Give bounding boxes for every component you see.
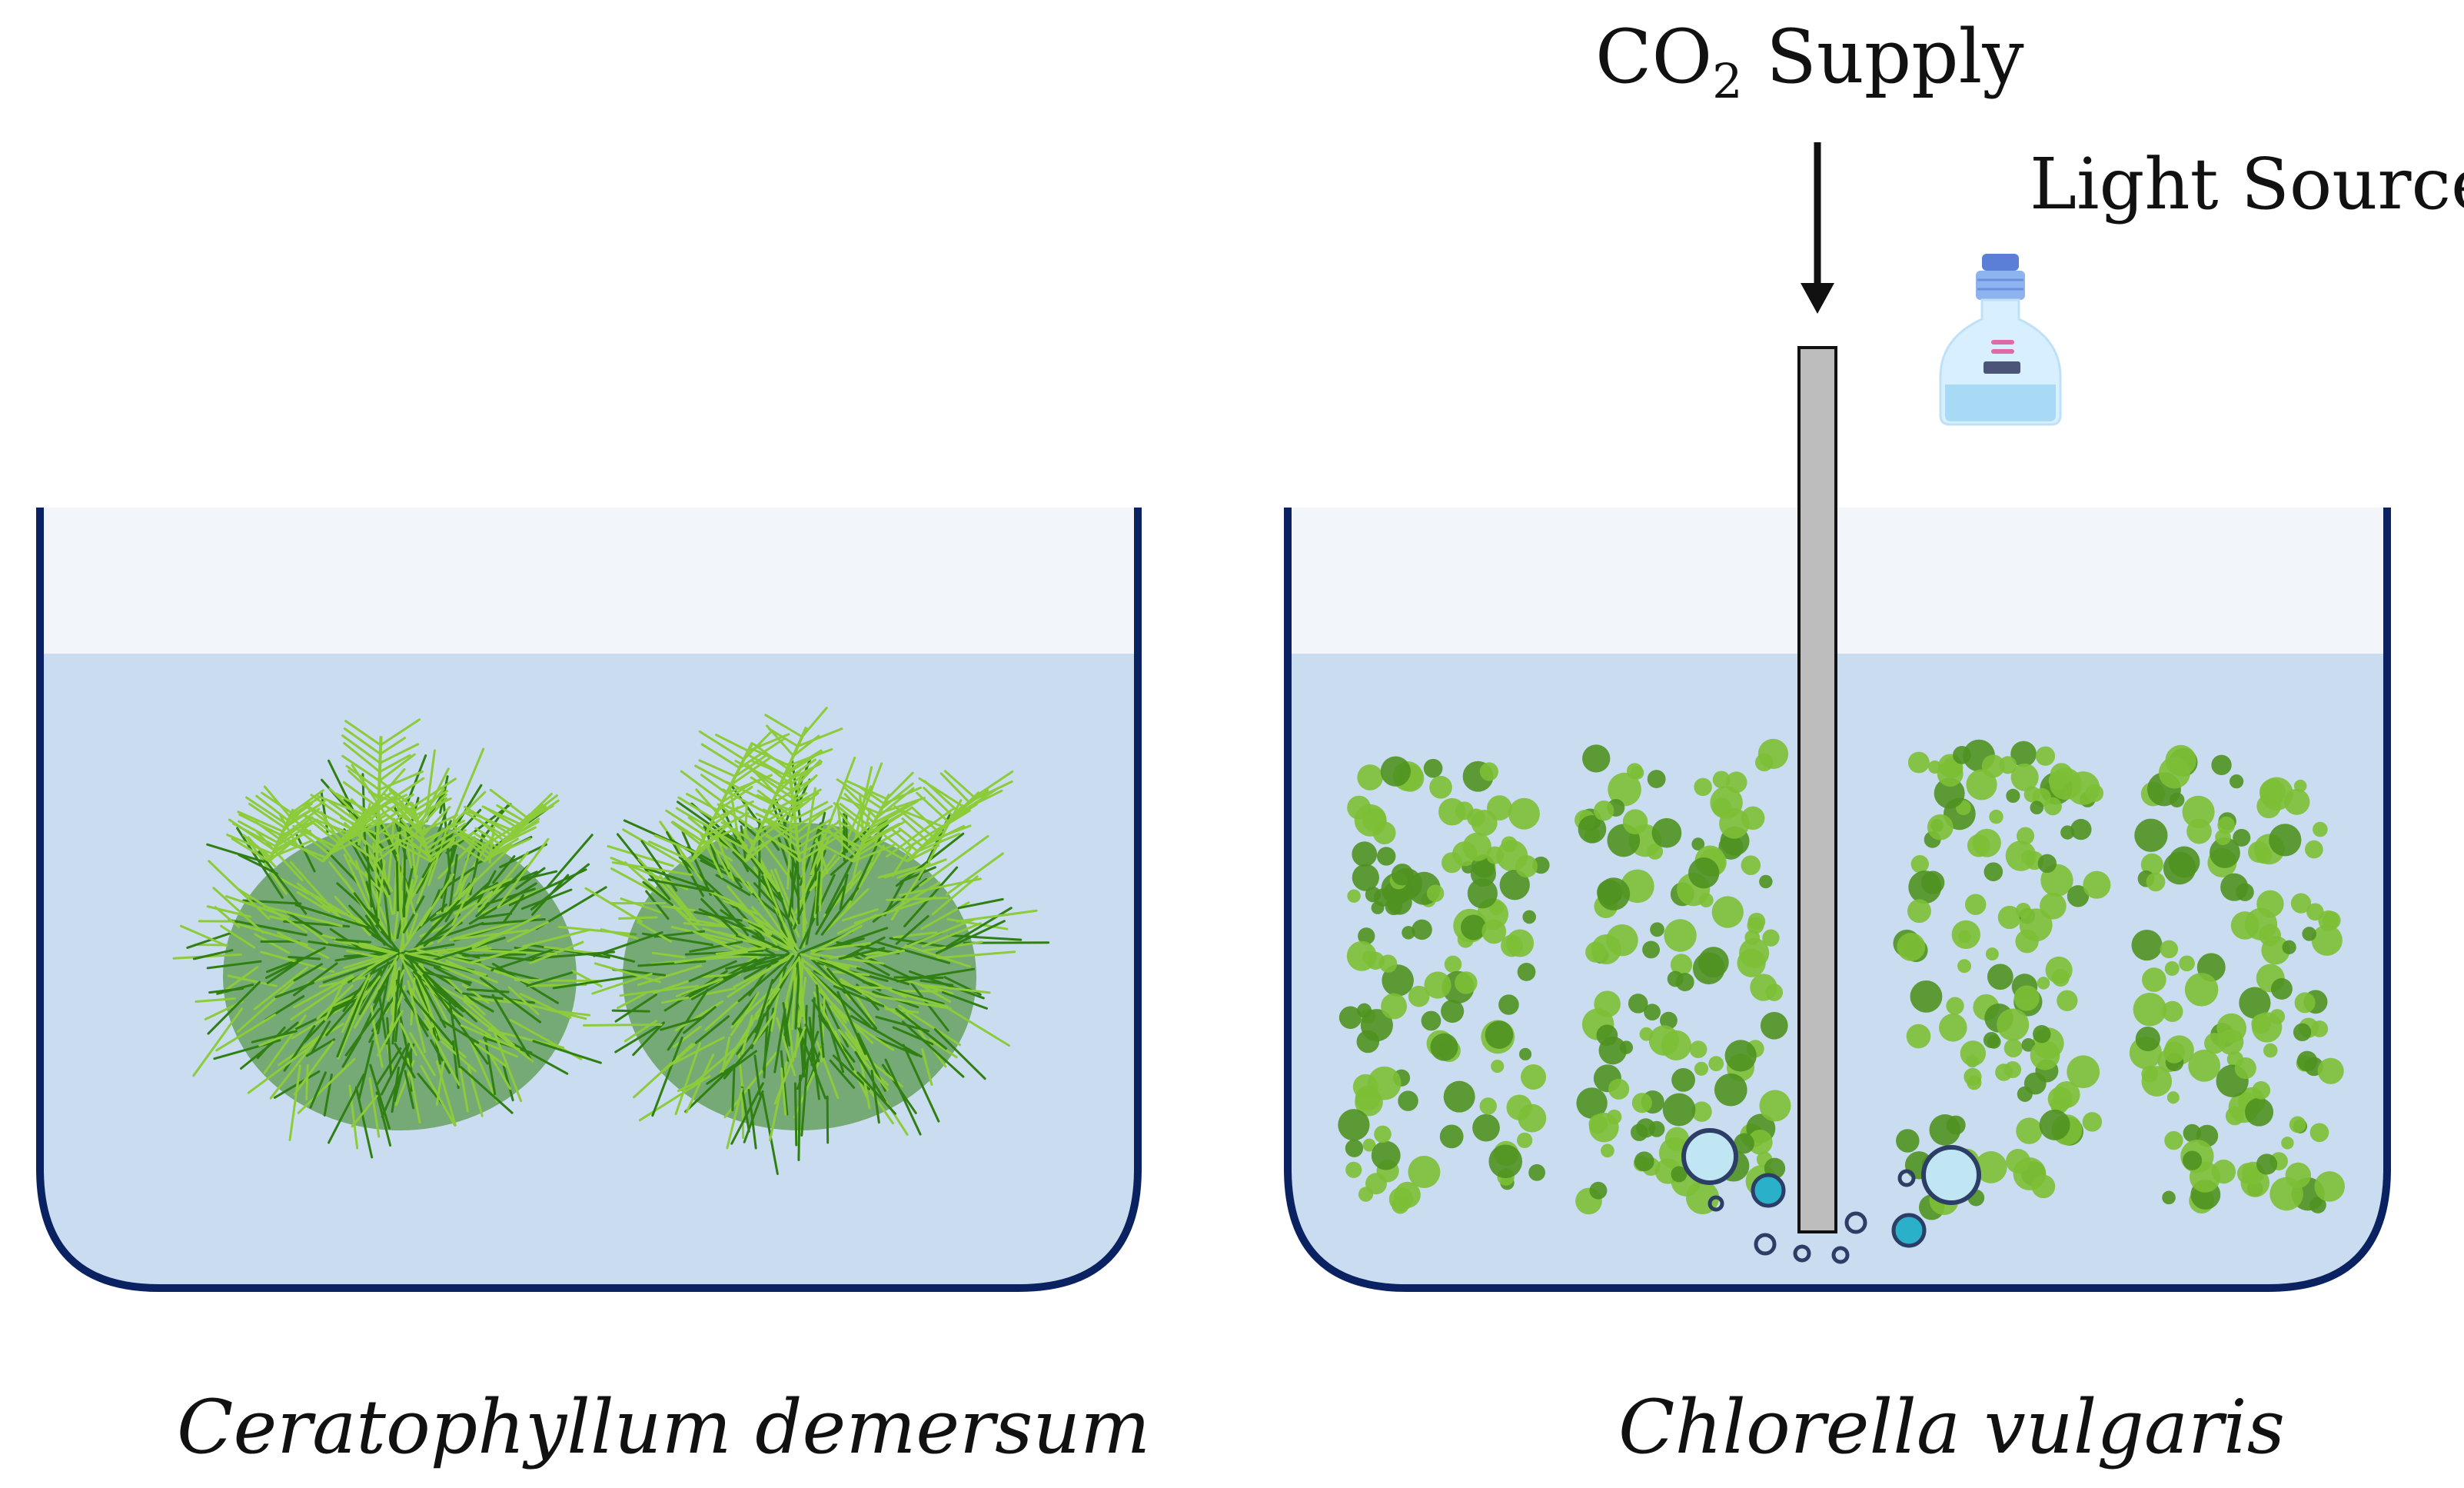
co2-bubbles (1681, 1128, 1981, 1264)
co2-supply-label: CO2 Supply (1595, 14, 2024, 109)
bottle-lamp-icon (1939, 254, 2062, 426)
chlorella-culture (1338, 738, 2345, 1220)
co2-prefix: CO (1595, 14, 1713, 100)
co2-suffix: Supply (1742, 14, 2024, 100)
co2-tube (1797, 346, 1837, 1233)
co2-subscript: 2 (1712, 53, 1743, 110)
right-tank-outline (1284, 508, 2391, 1292)
arrow-down-icon (1801, 142, 1834, 314)
right-species-caption: Chlorella vulgaris (1618, 1384, 2285, 1470)
light-source-label: Light Source (2030, 143, 2464, 225)
left-species-caption: Ceratophyllum demersum (177, 1384, 1151, 1470)
left-tank-outline (36, 508, 1142, 1292)
hornwort-plant (172, 707, 1050, 1176)
left-tank-surface-band (40, 508, 1138, 654)
